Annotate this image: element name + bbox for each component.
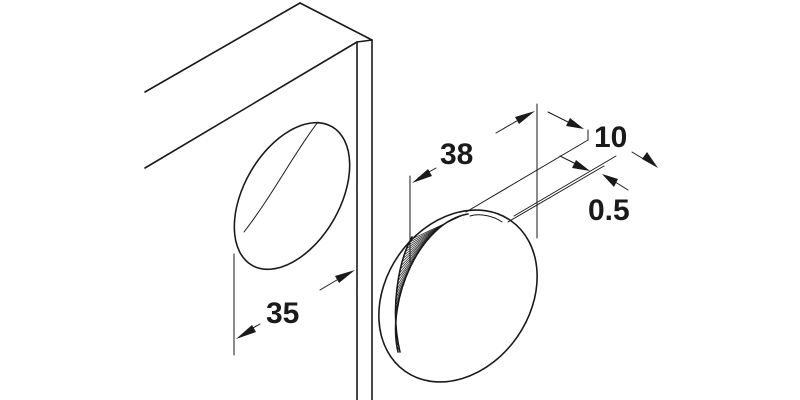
dimension-cap-height: 10: [465, 111, 627, 223]
dimension-label-35: 35: [266, 297, 299, 330]
knurled-edge: [395, 214, 464, 351]
arrowhead-left: [412, 169, 432, 183]
arrowhead-right: [335, 270, 355, 283]
arrowhead-right: [515, 111, 535, 124]
knurl-tick: [395, 335, 399, 342]
knurl-tick: [396, 271, 409, 294]
knurl-tick: [395, 324, 398, 333]
dimension-cap-diameter: 38: [409, 103, 538, 263]
arrowhead-rim-bottom: [602, 174, 618, 187]
knurl-tick: [395, 294, 401, 311]
knurl-tick: [395, 277, 407, 298]
arrowhead-10: [566, 118, 584, 129]
knurl-tick: [395, 283, 404, 303]
knurl-tick: [395, 329, 398, 338]
knurl-tick: [398, 250, 420, 278]
arrowhead-rim-right: [642, 152, 658, 168]
knurl-tick: [396, 346, 400, 351]
arrowhead-left: [236, 325, 256, 339]
dimension-label-0-5: 0.5: [588, 194, 630, 227]
knurl-tick: [397, 255, 417, 282]
dimension-rim-thickness: 0.5: [559, 151, 658, 227]
cap-face: [378, 209, 538, 383]
drilled-hole: [233, 121, 351, 271]
knurl-tick: [402, 229, 438, 259]
knurl-tick: [396, 266, 411, 290]
knurl-tick: [400, 241, 427, 270]
knurl-tick: [401, 233, 434, 263]
dimension-hole-diameter: 35: [233, 189, 358, 356]
knurl-tick: [395, 288, 403, 307]
knurl-tick: [400, 237, 430, 266]
cover-cap: [378, 209, 538, 383]
knurl-tick: [397, 261, 414, 286]
knurl-tick: [395, 341, 400, 347]
arrowhead-rim-top: [572, 160, 590, 171]
dimension-label-38: 38: [440, 138, 473, 171]
dimension-label-10: 10: [594, 121, 627, 154]
knurl-tick: [399, 246, 423, 274]
cabinet-panel: [144, 2, 373, 400]
knurl-tick: [410, 214, 464, 240]
